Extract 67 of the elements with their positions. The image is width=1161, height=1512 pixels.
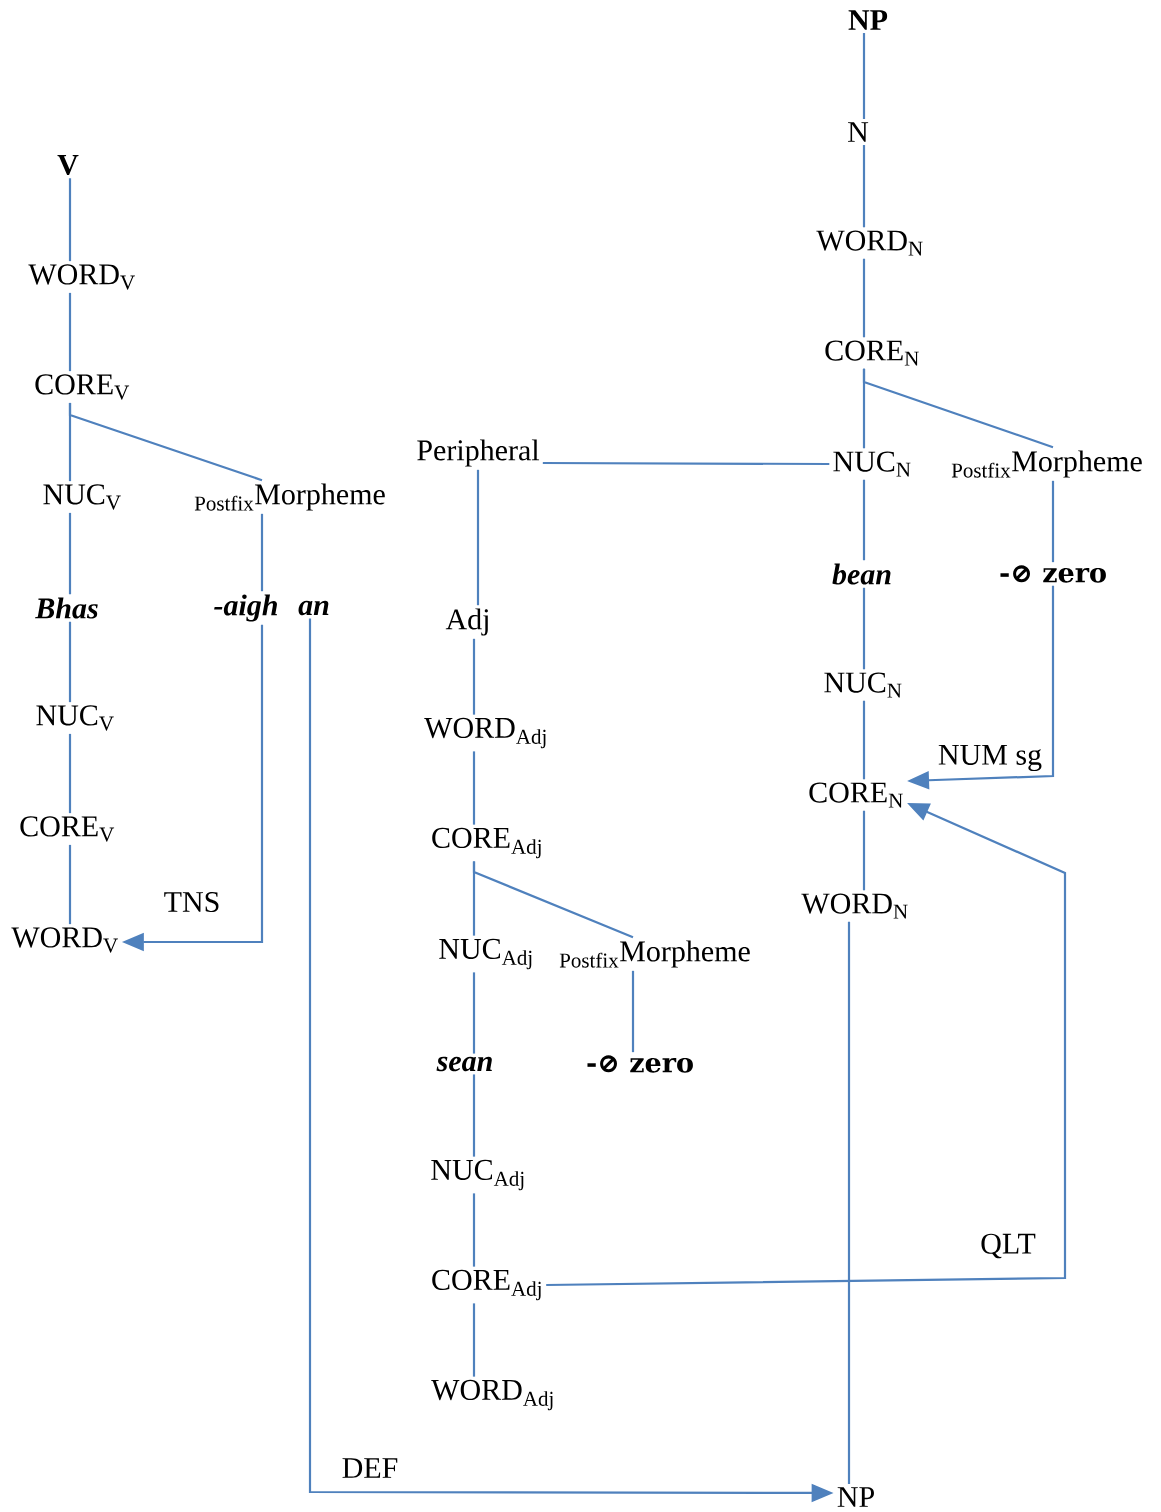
tree-branch (1051, 480, 1055, 563)
tree-branch (472, 972, 476, 1054)
tree-branch (862, 479, 866, 561)
tree-branch (68, 402, 263, 482)
tree-branch (68, 733, 72, 814)
tree-label: WORD$_{Adj}$ (424, 717, 546, 749)
tree-label: WORD$_{N}$ (816, 230, 923, 256)
tree-label: CORE$_{Adj}$ (432, 1269, 541, 1301)
tree-branch (68, 292, 72, 372)
tree-branch (476, 469, 480, 606)
tree-branch (862, 368, 1054, 449)
tree-branch (472, 751, 476, 825)
tree-label: WORD$_{N}$ (801, 893, 908, 919)
edge-label: NUM sg (935, 742, 1045, 774)
tree-label: -aigh (214, 594, 277, 622)
tree-branch (847, 921, 851, 1484)
tree-branch (542, 461, 830, 466)
tree-label: WORD$_{V}$ (28, 264, 135, 290)
tree-label: $_{Postfix}$Morpheme (559, 940, 750, 968)
tree-label: bean (832, 563, 891, 585)
tree-label: NP (848, 10, 888, 30)
tree-branch (68, 844, 72, 925)
tree-branch (472, 1303, 476, 1377)
tree-label: V (57, 154, 79, 176)
tree-branch (68, 178, 72, 262)
tree-label: sean (436, 1056, 492, 1072)
tree-label: $_{Postfix}$Morpheme (951, 450, 1142, 478)
tree-label: an (298, 600, 329, 616)
tree-label: WORD$_{Adj}$ (431, 1379, 553, 1411)
tree-branch (862, 33, 866, 119)
tree-branch (68, 621, 72, 703)
tree-label: NUC$_{V}$ (43, 484, 121, 510)
tree-label: NUC$_{V}$ (36, 705, 114, 731)
tree-branch (546, 803, 1067, 1287)
tree-label: NUC$_{N}$ (833, 451, 911, 477)
tree-branch (472, 1074, 476, 1157)
tree-label: Adj (445, 608, 488, 636)
tree-branch (472, 861, 634, 939)
tree-label: WORD$_{V}$ (11, 927, 118, 953)
edge-label: DEF (339, 1456, 401, 1480)
tree-branch (472, 638, 476, 715)
tree-label: Bhas (35, 597, 98, 619)
tree-label: CORE$_{N}$ (809, 782, 903, 808)
tree-branch (472, 1193, 476, 1267)
tree-label: CORE$_{Adj}$ (432, 827, 541, 859)
tree-branch (862, 145, 866, 228)
tree-branch (68, 512, 72, 595)
tree-label: CORE$_{V}$ (20, 816, 115, 842)
tree-label: -⊘ zero (587, 1055, 693, 1073)
tree-branch (862, 587, 866, 670)
tree-branch (631, 970, 635, 1053)
tree-branch (260, 513, 264, 592)
tree-label: $_{Postfix}$Morpheme (194, 483, 385, 511)
tree-branch (862, 700, 866, 780)
tree-branch (862, 810, 866, 891)
tree-label: Peripheral (417, 439, 540, 467)
tree-label: NUC$_{Adj}$ (431, 1159, 524, 1191)
tree-label: CORE$_{V}$ (35, 374, 130, 400)
tree-branch (862, 258, 866, 338)
edge-label: TNS (161, 889, 223, 915)
tree-label: -⊘ zero (1000, 565, 1106, 583)
edge-label: QLT (978, 1231, 1038, 1261)
tree-label: NUC$_{Adj}$ (439, 938, 532, 970)
tree-label: CORE$_{N}$ (825, 340, 919, 366)
tree-label: NP (837, 1487, 874, 1507)
tree-label: NUC$_{N}$ (824, 672, 902, 698)
tree-label: N (848, 122, 869, 142)
